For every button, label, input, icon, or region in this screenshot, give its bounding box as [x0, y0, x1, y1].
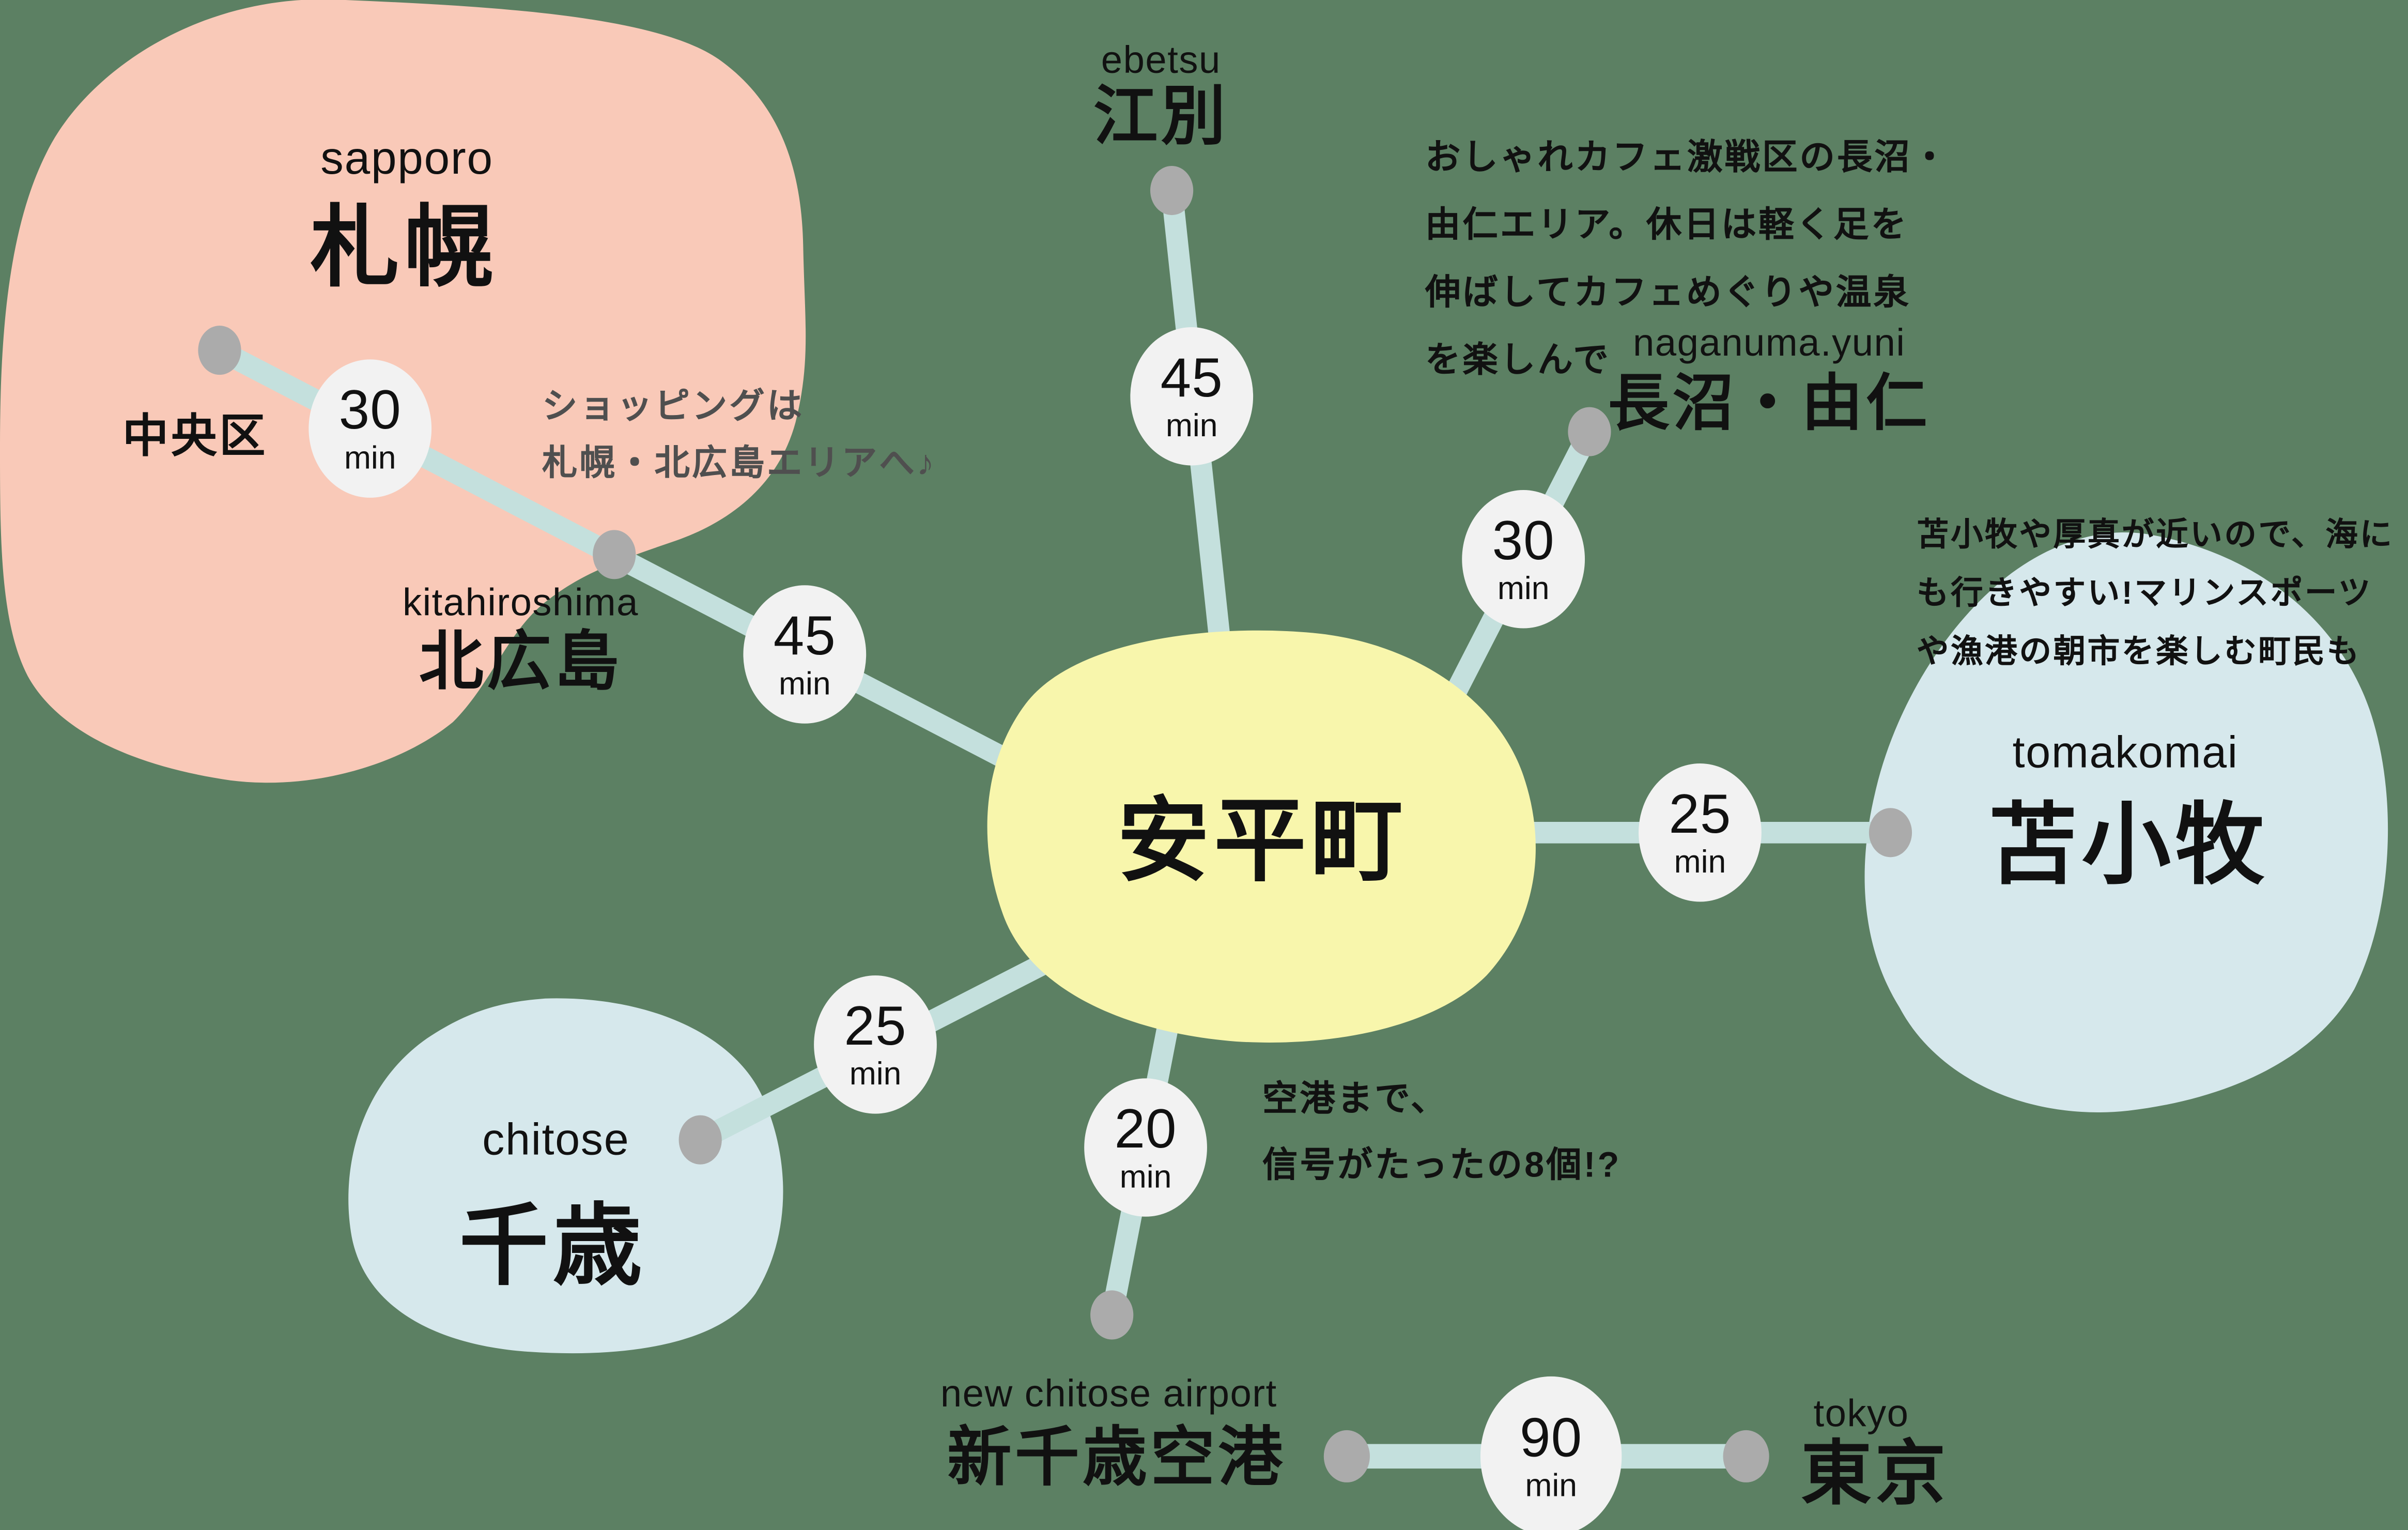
time-value: 45 — [1160, 345, 1223, 409]
place-label-chitose-jp: 千歳 — [459, 1197, 646, 1297]
place-label-tomakomai-en: tomakomai — [2012, 729, 2239, 778]
place-label-tokyo-en: tokyo — [1813, 1393, 1909, 1436]
time-unit: min — [1165, 408, 1218, 444]
place-label-ebetsu-en: ebetsu — [1101, 39, 1221, 82]
center-label-abira: 安平町 — [1117, 789, 1408, 893]
time-value: 30 — [1492, 508, 1555, 572]
time-unit: min — [1525, 1468, 1577, 1504]
place-label-naganuma-jp: 長沼・由仁 — [1608, 370, 1931, 438]
time-unit: min — [1119, 1159, 1172, 1196]
time-badge-airport: 20 min — [1084, 1078, 1207, 1217]
place-label-airport-jp: 新千歳空港 — [947, 1421, 1286, 1493]
node-dot-tomakomai — [1869, 808, 1912, 858]
region-blob-tomakomai — [1864, 532, 2388, 1112]
time-badge-kitahiroshima: 45 min — [743, 585, 867, 724]
time-value: 30 — [338, 378, 402, 441]
time-value: 25 — [1669, 782, 1732, 845]
time-badge-ebetsu: 45 min — [1130, 327, 1254, 466]
time-value: 20 — [1114, 1096, 1177, 1160]
place-label-kitahiroshima-en: kitahiroshima — [402, 581, 639, 625]
time-value: 90 — [1520, 1405, 1583, 1469]
time-unit: min — [849, 1057, 902, 1093]
region-label-sapporo-jp: 札幌 — [310, 198, 498, 298]
node-dot-tokyo-right — [1723, 1430, 1769, 1482]
node-dot-ebetsu — [1150, 165, 1194, 216]
place-label-naganuma-en: naganuma.yuni — [1632, 322, 1906, 365]
time-unit: min — [344, 440, 396, 477]
node-dot-chitose — [678, 1115, 722, 1165]
node-dot-chuo — [198, 326, 241, 375]
time-unit: min — [779, 666, 831, 702]
time-unit: min — [1674, 845, 1726, 880]
place-label-chitose-en: chitose — [482, 1116, 630, 1166]
place-label-tomakomai-jp: 苫小牧 — [1988, 795, 2269, 896]
center-blob-abira — [987, 630, 1536, 1043]
time-value: 25 — [844, 993, 907, 1057]
time-badge-chitose: 25 min — [814, 975, 937, 1114]
note-shopping: ショッピングは 札幌・北広島エリアへ♪ — [542, 385, 936, 483]
region-label-sapporo-en: sapporo — [320, 133, 493, 185]
time-value: 45 — [773, 603, 836, 667]
place-label-tokyo-jp: 東京 — [1801, 1433, 1950, 1513]
place-label-airport-en: new chitose airport — [940, 1372, 1277, 1416]
note-airport-signals: 空港まで、 信号がたったの8個!? — [1262, 1078, 1622, 1185]
time-badge-tomakomai: 25 min — [1639, 763, 1762, 902]
time-unit: min — [1497, 571, 1550, 607]
node-dot-tokyo-left — [1323, 1430, 1370, 1482]
place-label-kitahiroshima-jp: 北広島 — [419, 625, 623, 698]
time-badge-chuo: 30 min — [308, 359, 432, 498]
time-badge-tokyo: 90 min — [1480, 1376, 1622, 1530]
node-dot-kitahiroshima — [593, 530, 636, 579]
node-dot-airport — [1090, 1290, 1134, 1340]
note-naganuma-area: おしゃれカフェ激戦区の長沼・ 由仁エリア。休日は軽く足を 伸ばしてカフェめぐりや… — [1425, 136, 1950, 380]
region-blob-chitose — [348, 998, 783, 1354]
place-label-chuo-jp: 中央区 — [122, 411, 268, 463]
node-dot-naganuma — [1568, 407, 1611, 456]
time-badge-naganuma: 30 min — [1462, 490, 1585, 629]
place-label-ebetsu-jp: 江別 — [1093, 80, 1229, 152]
note-tomakomai-area: 苫小牧や厚真が近いので、海に も行きやすい!マリンスポーツ や漁港の朝市を楽しむ… — [1916, 517, 2394, 670]
